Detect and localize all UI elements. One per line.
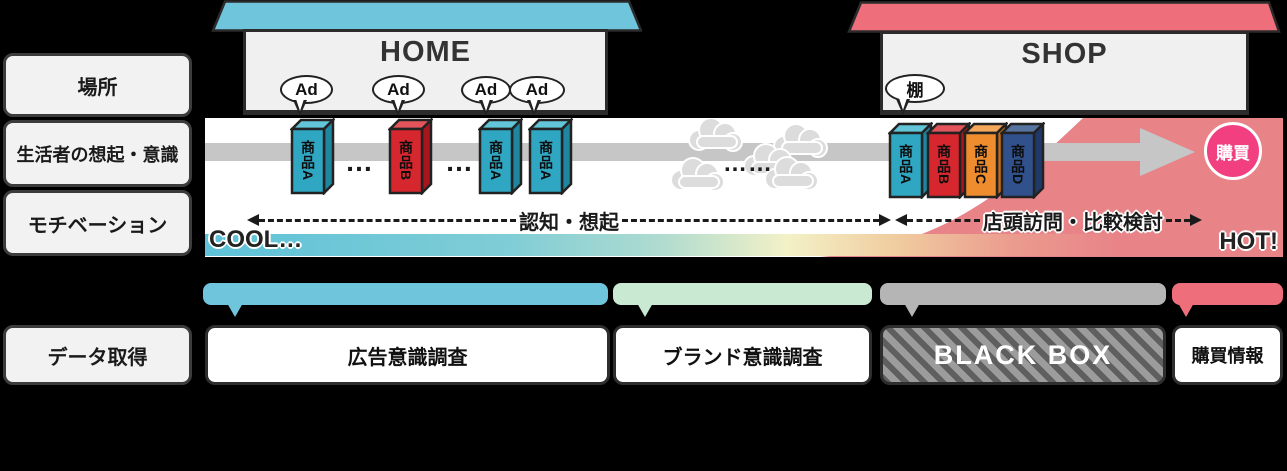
stage-label-awareness: 認知・想起 (519, 211, 619, 234)
product-box: 商品A (476, 118, 525, 197)
product-label: 商品B (936, 144, 952, 186)
awareness-band: 商品A … 商品B … 商品A 商品A …… 商品A 商品B 商品C (205, 118, 1283, 257)
row-label-place: 場所 (3, 53, 192, 117)
ellipsis-dots: … (445, 146, 473, 177)
arrow-right-icon (879, 214, 891, 226)
product-label: 商品A (488, 140, 504, 182)
product-box: 商品A (288, 118, 337, 197)
data-box-purchase-info: 購買情報 (1172, 325, 1283, 385)
temperature-gradient-bar (205, 234, 1283, 256)
bracket-purchase-info (1172, 283, 1283, 305)
stage-label-store-visit: 店頭訪問・比較検討 (983, 211, 1163, 234)
row-label-motivation: モチベーション (3, 190, 192, 256)
data-box-brand-survey: ブランド意識調査 (613, 325, 872, 385)
product-label: 商品A (300, 140, 316, 182)
motivation-arrow-store-visit: 店頭訪問・比較検討 (895, 210, 1202, 234)
purchase-circle: 購買 (1204, 122, 1262, 180)
product-box: 商品A (886, 120, 935, 201)
purchase-label: 購買 (1216, 143, 1250, 163)
fog-clouds (670, 118, 828, 192)
product-label: 商品A (538, 140, 554, 182)
product-label: 商品D (1010, 144, 1026, 186)
shop-roof (847, 1, 1281, 33)
ad-bubble: Ad (372, 75, 425, 104)
shop-building: SHOP (880, 31, 1249, 115)
product-label: 商品B (398, 140, 414, 182)
bracket-brand-survey (613, 283, 872, 305)
hot-label: HOT! (1219, 228, 1278, 255)
fog-dots: …… (723, 150, 773, 177)
home-title: HOME (380, 36, 471, 68)
ellipsis-dots: … (345, 146, 373, 177)
product-box: 商品D (998, 120, 1047, 201)
motivation-arrow-awareness: 認知・想起 (247, 210, 891, 234)
data-box-black-box: BLACK BOX (880, 325, 1166, 385)
arrow-right-icon (1190, 214, 1202, 226)
cool-label: COOL… (209, 226, 303, 253)
home-roof (211, 0, 642, 32)
arrow-left-icon (895, 214, 907, 226)
product-box: 商品B (386, 118, 435, 197)
product-label: 商品C (973, 144, 989, 186)
bracket-ad-survey (203, 283, 608, 305)
data-box-ad-survey: 広告意識調査 (205, 325, 610, 385)
shop-title: SHOP (1021, 38, 1108, 70)
product-box: 商品A (526, 118, 575, 197)
bracket-black-box (880, 283, 1166, 305)
row-label-data-acquisition: データ取得 (3, 325, 192, 385)
shelf-bubble: 棚 (885, 74, 945, 103)
row-label-awareness: 生活者の想起・意識 (3, 120, 192, 187)
arrow-left-icon (247, 214, 259, 226)
product-label: 商品A (898, 144, 914, 186)
